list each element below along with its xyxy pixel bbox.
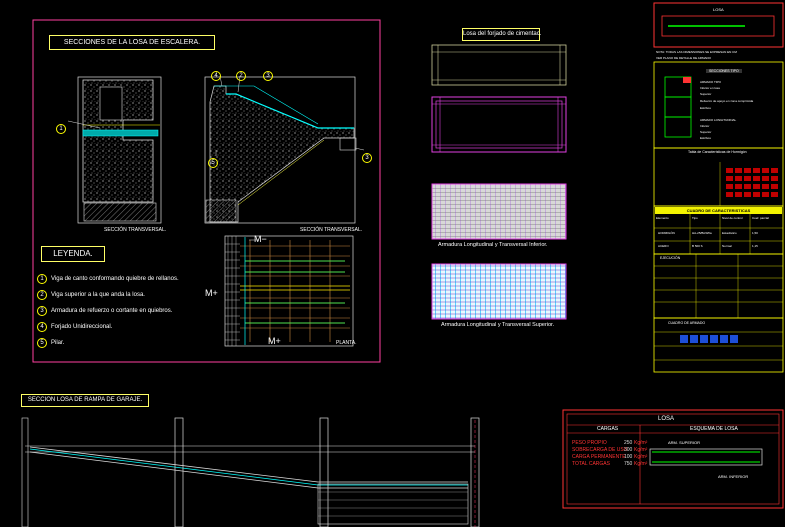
longitudinal-label: SECCIÓN TRANSVERSAL. xyxy=(300,227,363,233)
materials-cell: Estadístico xyxy=(722,231,737,235)
panel-top-label: LOSA xyxy=(713,7,724,12)
load-row: CARGA PERMANENTE 100 Kg/m² xyxy=(572,454,648,460)
section-item: Superior xyxy=(700,92,712,96)
materials-cell: Normal xyxy=(722,244,732,248)
section-item: Estribos xyxy=(700,106,711,110)
panel-note-1: NOTA: TODAS LAS DIMENSIONES SE EXPRESAN … xyxy=(656,50,737,54)
load-row: TOTAL CARGAS 750 Kg/m² xyxy=(572,461,648,467)
table-title: Tabla de Características de Hormigón xyxy=(688,150,747,154)
top-reinf-label: ARM. SUPERIOR xyxy=(668,440,701,445)
callout-3-right: 3 xyxy=(362,146,376,164)
load-row: PESO PROPIO 250 Kg/m² xyxy=(572,440,648,446)
materials-cell: B 500 S xyxy=(692,244,703,248)
lower-mesh-caption: Armadura Longitudinal y Transversal Infe… xyxy=(438,242,548,248)
callout-5: 5 xyxy=(208,151,222,169)
callout-3-top: 3 xyxy=(263,64,277,82)
ramp-title: SECCION LOSA DE RAMPA DE GARAJE. xyxy=(21,394,149,407)
legend-title: LEYENDA. xyxy=(41,246,105,262)
materials-title: CUADRO DE CARACTERISTICAS xyxy=(655,207,782,214)
stair-section-title: SECCIONES DE LA LOSA DE ESCALERA. xyxy=(49,35,215,50)
plan-label: PLANTA. xyxy=(336,340,357,346)
materials-head-cell: Elemento xyxy=(656,216,669,220)
materials-head-cell: Nivel de control xyxy=(722,216,743,220)
moment-positive-bottom-label: M+ xyxy=(268,336,281,346)
section-item: ARMADO LONGITUDINAL xyxy=(700,118,737,122)
footing-title: Losa del forjado de cimentac. xyxy=(462,28,541,41)
section-item: Inferior en losa xyxy=(700,86,720,90)
section-item: Estribos xyxy=(700,136,711,140)
moment-positive-left-label: M+ xyxy=(205,288,218,298)
materials-head-cell: Tipo xyxy=(692,216,698,220)
footer-title: CUADRO DE ARMADO xyxy=(668,321,706,325)
callout-4: 4 xyxy=(211,64,225,82)
materials-cell: 1,50 xyxy=(752,231,758,235)
section-item: Inferior xyxy=(700,124,710,128)
materials-cell: ACERO xyxy=(658,244,669,248)
exec-title: EJECUCIÓN xyxy=(660,256,681,260)
upper-mesh-caption: Armadura Longitudinal y Transversal Supe… xyxy=(441,322,555,328)
detail-col-left: CARGAS xyxy=(597,426,619,432)
materials-cell: HORMIGÓN xyxy=(658,231,675,235)
load-row: SOBRECARGA DE USO 300 Kg/m² xyxy=(572,447,648,453)
materials-head-cell: Coef. parcial xyxy=(752,216,769,220)
bottom-reinf-label: ARM. INFERIOR xyxy=(718,474,749,479)
section-item: Refuerzo de apoyo en zona comprimida xyxy=(700,99,754,103)
panel-note-2: VER PLANO DE DETALLE DE ARMADO xyxy=(656,56,711,60)
section-item: ARMADO TIPO xyxy=(700,80,721,84)
detail-col-right: ESQUEMA DE LOSA xyxy=(690,426,738,432)
section-item: Superior xyxy=(700,130,712,134)
transversal-label: SECCIÓN TRANSVERSAL. xyxy=(104,227,167,233)
moment-negative-label: M− xyxy=(254,234,267,244)
callout-1: 1 xyxy=(56,117,70,135)
materials-cell: 1,15 xyxy=(752,244,758,248)
sections-title: SECCIONES TIPO xyxy=(706,69,742,73)
callout-2: 2 xyxy=(236,64,250,82)
materials-cell: HA-25/B/20/IIa xyxy=(692,231,712,235)
detail-title: LOSA xyxy=(658,416,675,422)
